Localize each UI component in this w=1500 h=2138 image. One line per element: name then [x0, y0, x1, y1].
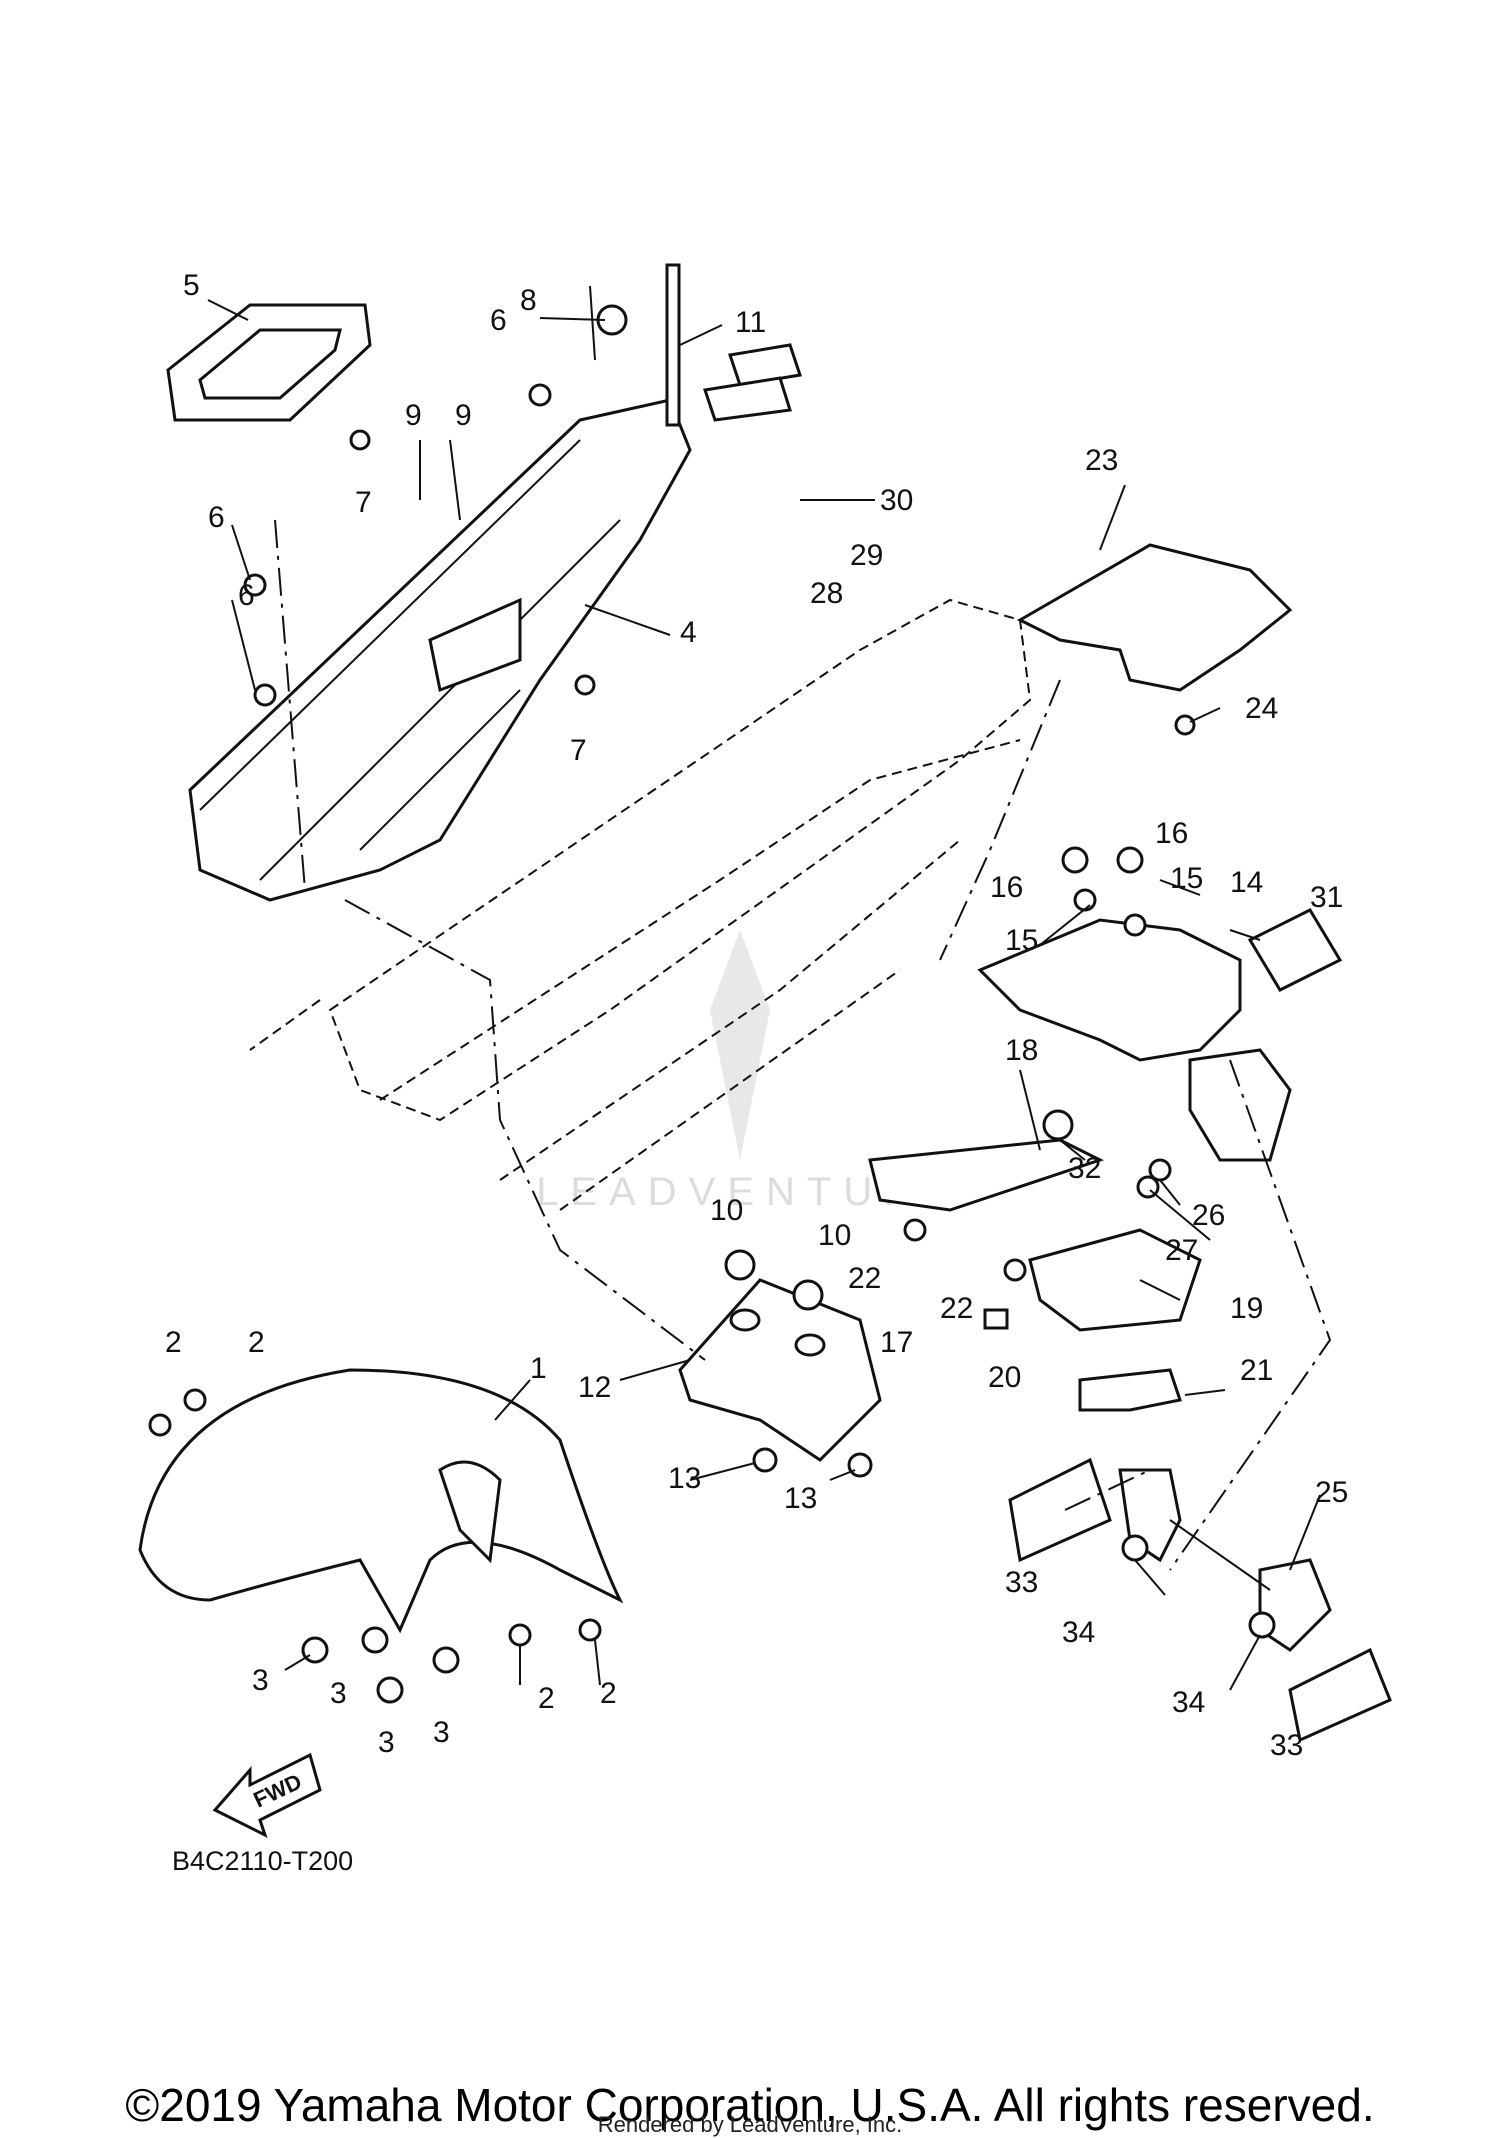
callout-1: 1 — [530, 1352, 547, 1385]
fwd-arrow: FWD — [212, 1752, 322, 1838]
callout-17: 17 — [880, 1326, 913, 1359]
callout-16b: 16 — [990, 871, 1023, 904]
rear-frame-outline — [249, 598, 1032, 1211]
callout-6: 6 — [490, 304, 507, 337]
part-12-plate — [678, 1278, 882, 1462]
callout-19: 19 — [1230, 1292, 1263, 1325]
callout-26: 26 — [1192, 1199, 1225, 1232]
diagram-code: B4C2110-T200 — [172, 1846, 354, 1876]
callout-13b: 13 — [784, 1482, 817, 1515]
callout-18: 18 — [1005, 1034, 1038, 1067]
callout-8: 8 — [520, 284, 537, 317]
part-21-stay — [1078, 1368, 1182, 1412]
callout-31: 31 — [1310, 881, 1343, 914]
callout-21: 21 — [1240, 1354, 1273, 1387]
callout-12: 12 — [578, 1371, 611, 1404]
callout-22b: 22 — [940, 1292, 973, 1325]
part-19-plate — [1028, 1228, 1202, 1332]
callout-24: 24 — [1245, 692, 1278, 725]
callout-3b: 3 — [330, 1677, 347, 1710]
part-14-bracket — [977, 918, 1292, 1162]
callout-11: 11 — [735, 306, 766, 339]
callout-14: 14 — [1230, 866, 1263, 899]
callout-4: 4 — [680, 616, 697, 649]
callout-3a: 3 — [252, 1664, 269, 1697]
part-23-tail-cover — [1016, 543, 1293, 692]
callout-9b: 9 — [455, 399, 472, 432]
hardware — [148, 263, 1276, 1704]
part-25-reflector-bracket — [1118, 1468, 1332, 1652]
callout-27: 27 — [1165, 1234, 1198, 1267]
callout-10b: 10 — [818, 1219, 851, 1252]
part-33-reflector-right — [1288, 1647, 1392, 1743]
part-33-reflector-left — [1008, 1457, 1112, 1563]
part-18-bracket — [868, 1138, 1104, 1212]
callout-23: 23 — [1085, 444, 1118, 477]
callout-9a: 9 — [405, 399, 422, 432]
leader-lines — [207, 285, 1321, 1691]
callout-6b: 6 — [208, 501, 225, 534]
part-5-pad — [166, 303, 372, 422]
callout-30: 30 — [880, 484, 913, 517]
callout-3d: 3 — [378, 1726, 395, 1759]
callout-2d: 2 — [600, 1677, 617, 1710]
callout-28: 28 — [810, 577, 843, 610]
callout-labels: 5 8 11 6 9 9 30 29 28 23 7 6 6 4 7 24 16… — [165, 269, 1348, 1762]
callout-22a: 22 — [848, 1262, 881, 1295]
reference-lines — [274, 519, 1332, 1571]
callout-20: 20 — [988, 1361, 1021, 1394]
callout-7a: 7 — [355, 486, 372, 519]
callout-25: 25 — [1315, 1476, 1348, 1509]
callout-2a: 2 — [165, 1326, 182, 1359]
callout-34b: 34 — [1172, 1686, 1205, 1719]
callout-2b: 2 — [248, 1326, 265, 1359]
callout-15b: 15 — [1005, 924, 1038, 957]
part-1-front-fender — [138, 1368, 624, 1634]
callout-7b: 7 — [570, 734, 587, 767]
callout-10a: 10 — [710, 1194, 743, 1227]
rendered-by-credit: Rendered by LeadVenture, Inc. — [597, 2112, 903, 2137]
callout-15a: 15 — [1170, 862, 1203, 895]
part-31-reflector — [1247, 908, 1343, 992]
copyright-notice: ©2019 Yamaha Motor Corporation, U.S.A. A… — [125, 2079, 1375, 2131]
callout-33a: 33 — [1005, 1566, 1038, 1599]
callout-13a: 13 — [668, 1462, 701, 1495]
callout-29: 29 — [850, 539, 883, 572]
callout-2c: 2 — [538, 1682, 555, 1715]
part-4-rear-fender — [188, 398, 692, 902]
callout-6c: 6 — [238, 579, 255, 612]
callout-33b: 33 — [1270, 1729, 1303, 1762]
callout-32: 32 — [1068, 1152, 1101, 1185]
callout-34a: 34 — [1062, 1616, 1095, 1649]
callout-5: 5 — [183, 269, 200, 302]
callout-3c: 3 — [433, 1716, 450, 1749]
callout-16a: 16 — [1155, 817, 1188, 850]
